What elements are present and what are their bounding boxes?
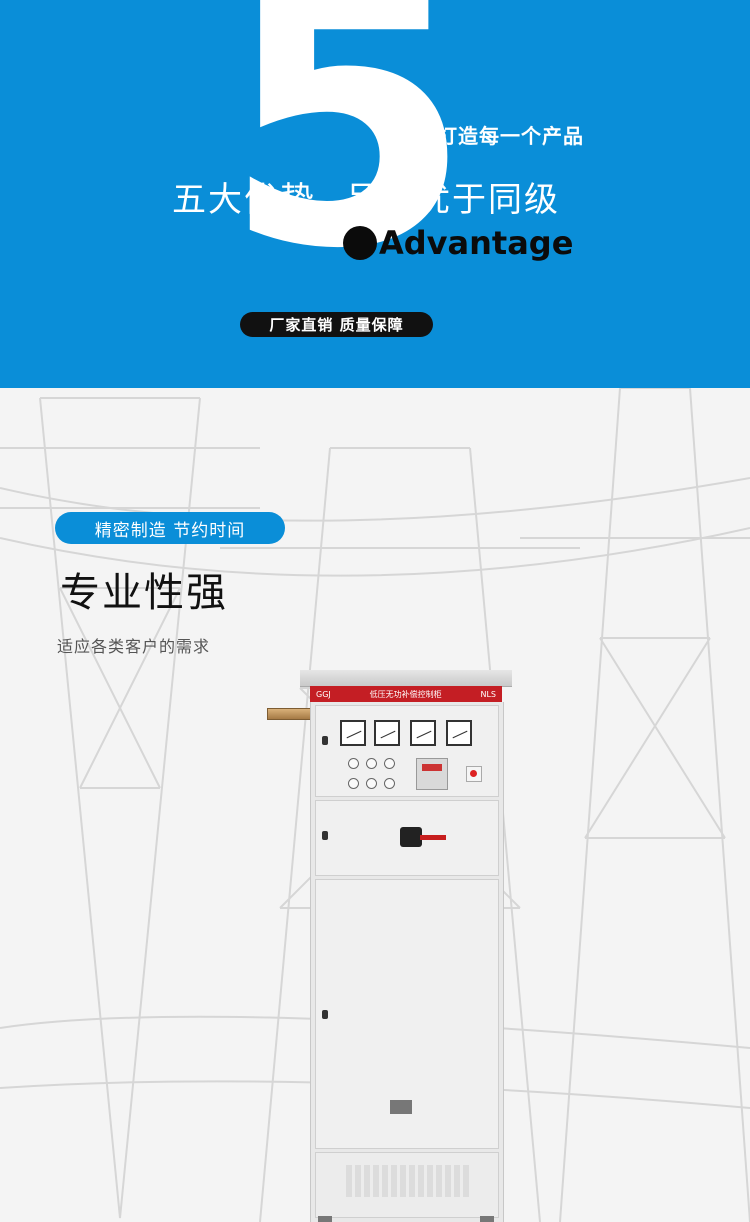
- bullet-dot-icon: [343, 226, 377, 260]
- switch-panel: [315, 800, 499, 876]
- lock-icon: [322, 1010, 328, 1019]
- cabinet-model: GGJ: [316, 689, 331, 699]
- ammeter-icon: [340, 720, 366, 746]
- cabinet-foot: [318, 1216, 332, 1222]
- cabinet-name: 低压无功补偿控制柜: [369, 689, 442, 699]
- indicator-lamp-icon: [348, 758, 359, 769]
- nameplate-label-icon: [390, 1100, 412, 1114]
- main-door-panel: [315, 879, 499, 1149]
- lock-icon: [322, 831, 328, 840]
- section-subtitle: 适应各类客户的需求: [57, 637, 211, 656]
- banner-badge: 厂家直销 质量保障: [240, 312, 433, 337]
- control-cabinet-image: GGJ 低压无功补偿控制柜 NLS: [267, 670, 512, 1222]
- banner-tagline: 用心打造每一个产品: [395, 124, 584, 148]
- advantage-word: Advantage: [379, 224, 574, 262]
- ammeter-icon: [410, 720, 436, 746]
- controller-display-icon: [416, 758, 448, 790]
- advantage-row: Advantage: [343, 224, 573, 262]
- hero-banner: 5 用心打造每一个产品 五大优势品质优于同级 Advantage 厂家直销 质量…: [0, 0, 750, 388]
- voltmeter-icon: [446, 720, 472, 746]
- headline-left: 五大优势: [172, 180, 316, 220]
- section-badge: 精密制造 节约时间: [55, 512, 285, 544]
- feature-section: 精密制造 节约时间 专业性强 适应各类客户的需求 GGJ 低压无功补偿控制柜 N…: [0, 388, 750, 1222]
- banner-headline: 五大优势品质优于同级: [172, 172, 560, 221]
- indicator-lamp-icon: [348, 778, 359, 789]
- cabinet-busbar: [267, 708, 314, 720]
- headline-right: 品质优于同级: [344, 180, 560, 220]
- indicator-lamp-icon: [366, 778, 377, 789]
- lock-icon: [322, 736, 328, 745]
- breaker-handle-icon: [400, 827, 446, 847]
- switch-icon: [466, 766, 482, 782]
- vent-panel: [315, 1152, 499, 1218]
- ammeter-icon: [374, 720, 400, 746]
- cabinet-body: [310, 702, 504, 1222]
- cabinet-nameplate: GGJ 低压无功补偿控制柜 NLS: [310, 686, 502, 702]
- indicator-lamp-icon: [366, 758, 377, 769]
- cabinet-top-cap: [300, 670, 512, 687]
- cabinet-foot: [480, 1216, 494, 1222]
- cabinet-brand: NLS: [480, 689, 496, 699]
- meter-panel: [315, 705, 499, 797]
- vent-grille-icon: [346, 1165, 470, 1197]
- indicator-lamp-icon: [384, 758, 395, 769]
- indicator-lamp-icon: [384, 778, 395, 789]
- section-title: 专业性强: [60, 570, 228, 616]
